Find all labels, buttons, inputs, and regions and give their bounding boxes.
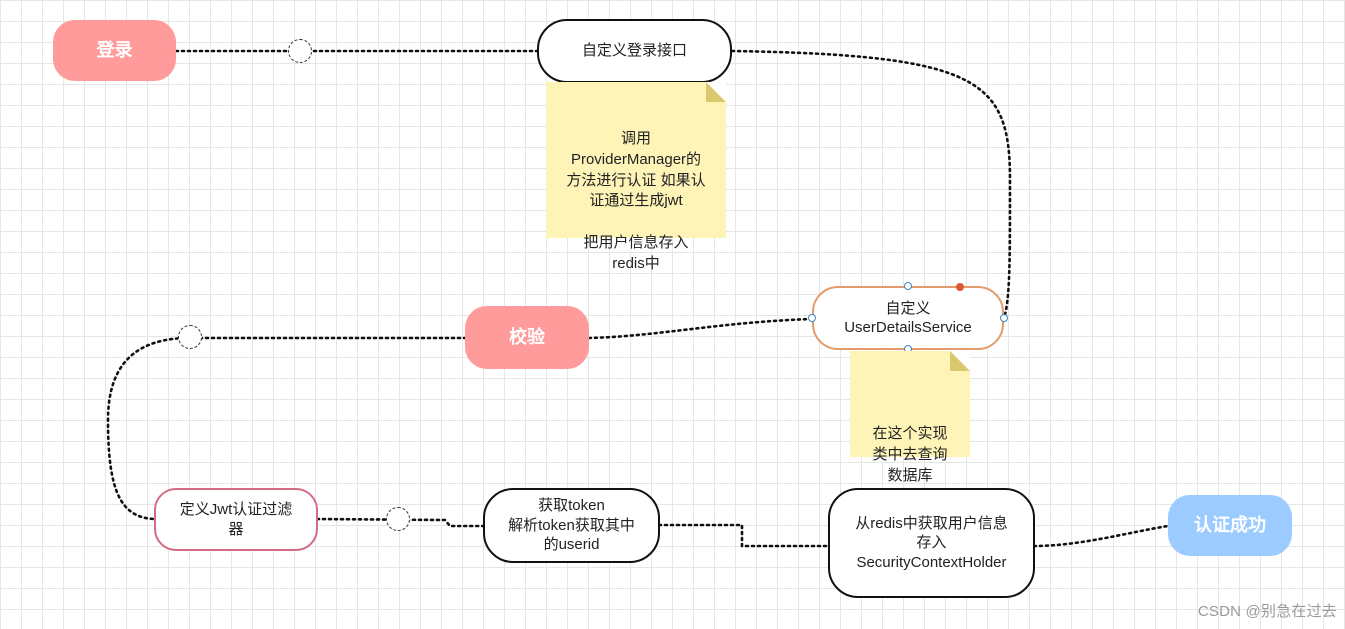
note-fold-corner bbox=[950, 351, 970, 371]
redis-holder-node[interactable]: 从redis中获取用户信息 存入 SecurityContextHolder bbox=[828, 488, 1035, 598]
query-db-note-text: 在这个实现 类中去查询 数据库 bbox=[872, 425, 948, 484]
watermark: CSDN @别急在过去 bbox=[1197, 603, 1337, 620]
edge-api-to-userdetails bbox=[730, 49, 1012, 320]
verify-node[interactable]: 校验 bbox=[465, 306, 589, 369]
note-fold-corner bbox=[706, 82, 726, 102]
query-db-note: 在这个实现 类中去查询 数据库 bbox=[850, 351, 970, 484]
user-details-service-node[interactable]: 自定义 UserDetailsService bbox=[812, 286, 1004, 350]
provider-manager-note-text: 调用 ProviderManager的 方法进行认证 如果认 证通过生成jwt … bbox=[566, 130, 706, 272]
custom-login-api-node[interactable]: 自定义登录接口 bbox=[537, 19, 732, 83]
edge-userdetails-to-verify bbox=[588, 317, 814, 340]
edge-verify-to-filter bbox=[106, 336, 468, 521]
jwt-filter-node[interactable]: 定义Jwt认证过滤 器 bbox=[154, 488, 318, 551]
junction-circle bbox=[178, 325, 202, 349]
edge-filter-to-token bbox=[315, 517, 486, 528]
selection-handle-right[interactable] bbox=[1000, 314, 1008, 322]
provider-manager-note: 调用 ProviderManager的 方法进行认证 如果认 证通过生成jwt … bbox=[546, 82, 726, 272]
edge-token-to-redis bbox=[657, 523, 831, 548]
auth-success-node[interactable]: 认证成功 bbox=[1168, 495, 1292, 556]
junction-circle bbox=[288, 39, 312, 63]
edge-redis-to-success bbox=[1032, 524, 1170, 548]
login-node[interactable]: 登录 bbox=[53, 20, 176, 81]
get-token-node[interactable]: 获取token 解析token获取其中 的userid bbox=[483, 488, 660, 563]
selection-handle-left[interactable] bbox=[808, 314, 816, 322]
selection-handle-top[interactable] bbox=[904, 282, 912, 290]
junction-circle bbox=[386, 507, 410, 531]
rotation-handle[interactable] bbox=[956, 283, 964, 291]
